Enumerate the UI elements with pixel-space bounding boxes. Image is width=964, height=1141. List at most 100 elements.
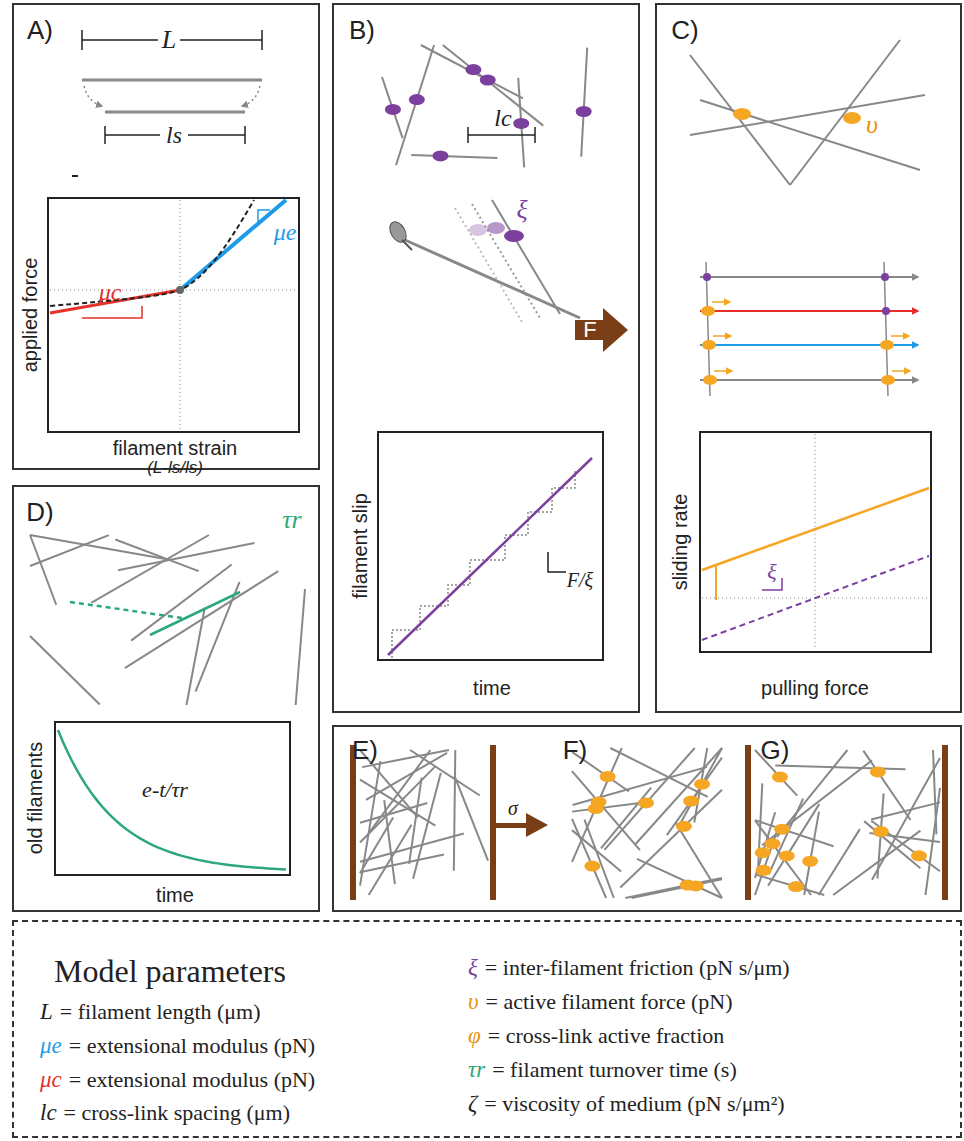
symbol-label: μc	[99, 279, 122, 305]
length-diagram-part	[261, 30, 263, 50]
filament-line	[572, 748, 622, 862]
symbol-label: υ	[866, 111, 878, 140]
length-diagram-part	[105, 111, 245, 114]
slip-plot-part	[378, 432, 603, 660]
symbol-label: ξ	[767, 560, 776, 584]
length-diagram-part	[242, 86, 260, 106]
force-strain-plot-part	[258, 210, 270, 224]
text-label: = viscosity of medium (pN s/μm²)	[484, 1092, 784, 1116]
crosslink-blob	[788, 881, 804, 892]
free-active-network	[572, 748, 722, 898]
text-label: filament strain	[113, 437, 238, 459]
crosslink-blob	[409, 94, 425, 105]
active-network-part	[700, 100, 920, 170]
filament-line	[635, 748, 722, 845]
plates-g-part	[942, 745, 948, 900]
text-label: = inter-filament friction (pN s/μm)	[485, 956, 790, 980]
sliding-cases-part	[712, 301, 730, 303]
text-label: E)	[352, 736, 378, 765]
filament-line	[604, 748, 694, 850]
text-label: = extensional modulus (pN)	[69, 1068, 315, 1092]
lc-bracket-part	[534, 127, 536, 143]
filament-line	[360, 766, 435, 842]
active-network	[690, 40, 925, 185]
confined-active-network	[755, 750, 940, 895]
text-label: B)	[349, 16, 375, 45]
crosslink-blob	[676, 821, 692, 832]
symbol-label: φ	[468, 1023, 481, 1048]
filament-line	[91, 535, 209, 603]
filament-line	[584, 820, 613, 898]
plates-e	[350, 745, 548, 900]
decay-curve	[58, 730, 286, 869]
symbol-label: μc	[40, 1067, 62, 1092]
filament-line	[382, 77, 403, 138]
plates-e-part	[350, 745, 356, 900]
filament-line	[676, 823, 722, 898]
crosslink-blob	[638, 797, 654, 808]
friction-illustration-part	[455, 208, 522, 322]
crosslink-blob	[870, 766, 886, 777]
sliding-cases	[700, 262, 918, 396]
friction-illustration-part	[405, 240, 580, 318]
length-diagram-part	[188, 134, 245, 136]
crosslink-blob	[911, 850, 927, 861]
text-label: C)	[671, 16, 698, 45]
sliding-cases-part	[703, 375, 717, 385]
turnover-filaments-part	[150, 592, 240, 635]
force-strain-plot-part	[180, 200, 286, 290]
crosslink-blob	[755, 847, 771, 858]
crosslink-blob	[600, 771, 616, 782]
sliding-plot-part	[815, 434, 816, 650]
force-strain-plot-part	[180, 200, 181, 430]
slip-plot	[378, 432, 603, 660]
symbol-label: ls	[166, 122, 182, 148]
filament-line	[625, 878, 722, 898]
filament-line	[601, 788, 651, 849]
filament-line	[833, 831, 920, 895]
text-label: = extensional modulus (pN)	[69, 1034, 315, 1058]
length-diagram-part	[84, 86, 102, 106]
friction-illustration-part	[469, 224, 487, 236]
force-strain-plot-part	[48, 198, 299, 432]
axis-label: sliding rate	[669, 494, 691, 591]
axis-label: applied force	[19, 258, 41, 373]
sliding-cases-part	[714, 370, 732, 372]
symbol-label: τr	[468, 1057, 485, 1082]
active-network-part	[790, 40, 900, 185]
panel-d: D)τrold filamentstimee-t/τr	[12, 485, 320, 912]
filament-line	[360, 854, 444, 872]
filament-line	[632, 879, 722, 898]
sliding-cases-part	[881, 273, 889, 281]
crosslink-blob	[779, 850, 795, 861]
crosslink-blob	[774, 824, 790, 835]
filament-line	[454, 750, 455, 871]
force-strain-plot-part	[82, 306, 142, 318]
crosslink-blob	[802, 856, 818, 867]
sliding-cases-part	[713, 335, 731, 337]
length-diagram-part	[244, 126, 246, 144]
turnover-filaments	[70, 592, 240, 635]
pin-icon	[386, 219, 412, 250]
decay-plot-part	[55, 722, 290, 875]
friction-illustration-part	[504, 230, 524, 242]
sliding-cases-part	[881, 375, 895, 385]
crosslink-blob	[480, 75, 496, 86]
turnover-network	[30, 535, 305, 705]
filament-line	[413, 773, 441, 879]
sliding-plot-part	[702, 488, 929, 570]
force-strain-plot	[48, 198, 299, 432]
filament-line	[581, 48, 587, 157]
crosslink-blob	[385, 104, 401, 115]
symbol-label: υ	[468, 989, 479, 1014]
filament-line	[369, 825, 412, 895]
text-label: G)	[761, 736, 790, 765]
panel-b: B)lcξFfilament sliptimeF/ξ	[332, 3, 640, 713]
crosslink-blob	[683, 796, 699, 807]
filament-line	[572, 830, 621, 871]
text-label: Model parameters	[54, 954, 286, 989]
parameter-legend: Model parametersL= filament length (μm)μ…	[12, 920, 962, 1138]
length-diagram-part	[104, 126, 106, 144]
crosslinked-network	[382, 45, 592, 167]
panel-a: A)Llsapplied forcefilament strain(L-ls/l…	[12, 3, 320, 470]
